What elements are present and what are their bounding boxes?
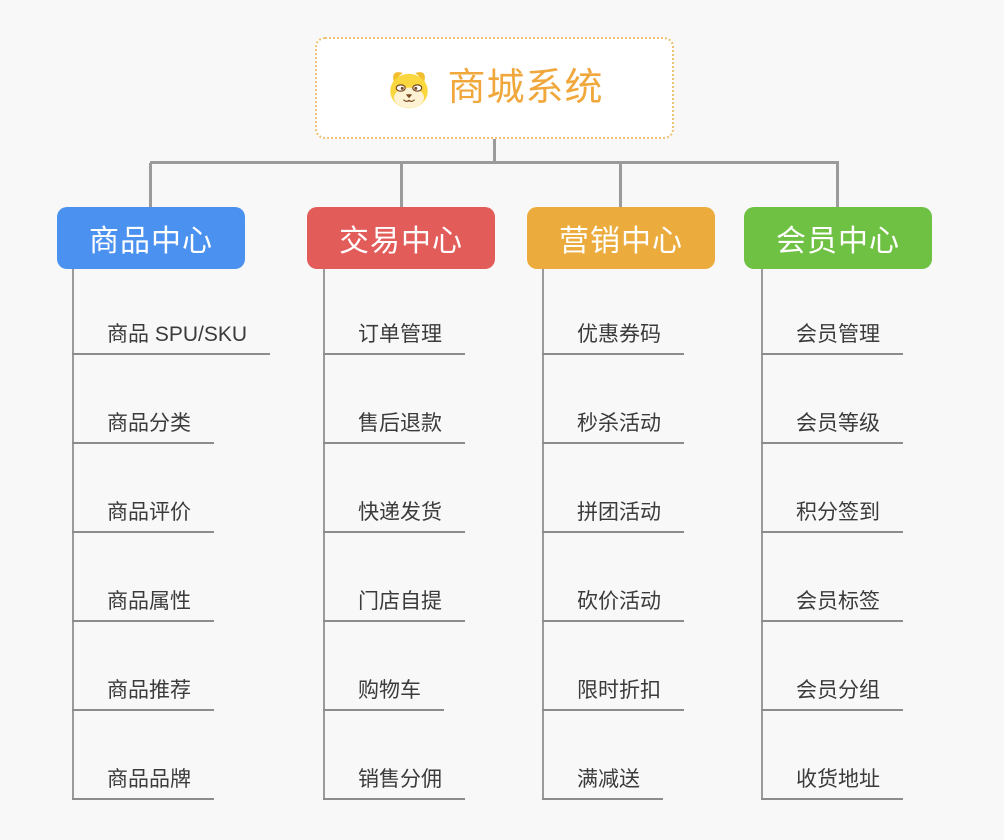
branch-label: 交易中心 <box>339 225 463 258</box>
children-member-center: 会员管理 会员等级 积分签到 会员标签 会员分组 收货地址 <box>761 269 1001 804</box>
child-topic[interactable]: 优惠券码 <box>542 311 684 355</box>
connector-drop-product <box>149 163 152 208</box>
child-topic[interactable]: 购物车 <box>323 667 444 711</box>
child-topic[interactable]: 销售分佣 <box>323 756 465 800</box>
child-topic[interactable]: 商品评价 <box>72 489 214 533</box>
child-topic[interactable]: 会员标签 <box>761 578 903 622</box>
child-topic[interactable]: 会员等级 <box>761 400 903 444</box>
child-topic[interactable]: 商品分类 <box>72 400 214 444</box>
child-topic[interactable]: 秒杀活动 <box>542 400 684 444</box>
children-trade-center: 订单管理 售后退款 快递发货 门店自提 购物车 销售分佣 <box>323 269 563 804</box>
connector-spine <box>761 269 763 800</box>
child-topic[interactable]: 拼团活动 <box>542 489 684 533</box>
child-topic[interactable]: 商品推荐 <box>72 667 214 711</box>
child-topic[interactable]: 门店自提 <box>323 578 465 622</box>
child-topic[interactable]: 限时折扣 <box>542 667 684 711</box>
child-topic[interactable]: 订单管理 <box>323 311 465 355</box>
connector-bus-line <box>150 161 839 164</box>
child-topic[interactable]: 满减送 <box>542 756 663 800</box>
child-topic[interactable]: 售后退款 <box>323 400 465 444</box>
branch-label: 商品中心 <box>89 225 213 258</box>
connector-drop-member <box>836 163 839 208</box>
child-topic[interactable]: 会员分组 <box>761 667 903 711</box>
connector-drop-trade <box>400 163 403 208</box>
child-topic[interactable]: 收货地址 <box>761 756 903 800</box>
child-topic[interactable]: 积分签到 <box>761 489 903 533</box>
child-topic[interactable]: 商品 SPU/SKU <box>72 311 271 355</box>
dog-face-icon <box>385 66 433 110</box>
branch-product-center[interactable]: 商品中心 <box>57 207 245 269</box>
children-product-center: 商品 SPU/SKU 商品分类 商品评价 商品属性 商品推荐 商品品牌 <box>72 269 312 804</box>
branch-label: 会员中心 <box>776 225 900 258</box>
child-topic[interactable]: 商品品牌 <box>72 756 214 800</box>
connector-spine <box>72 269 74 800</box>
branch-marketing-center[interactable]: 营销中心 <box>527 207 715 269</box>
child-topic[interactable]: 快递发货 <box>323 489 465 533</box>
branch-member-center[interactable]: 会员中心 <box>744 207 932 269</box>
child-topic[interactable]: 会员管理 <box>761 311 903 355</box>
connector-root-stub <box>493 139 496 162</box>
root-node[interactable]: 商城系统 <box>315 37 674 139</box>
branch-label: 营销中心 <box>559 225 683 258</box>
children-marketing-center: 优惠券码 秒杀活动 拼团活动 砍价活动 限时折扣 满减送 <box>542 269 782 804</box>
child-topic[interactable]: 砍价活动 <box>542 578 684 622</box>
branch-trade-center[interactable]: 交易中心 <box>307 207 495 269</box>
child-topic[interactable]: 商品属性 <box>72 578 214 622</box>
connector-spine <box>542 269 544 800</box>
connector-drop-marketing <box>619 163 622 208</box>
root-title: 商城系统 <box>447 67 604 109</box>
connector-spine <box>323 269 325 800</box>
